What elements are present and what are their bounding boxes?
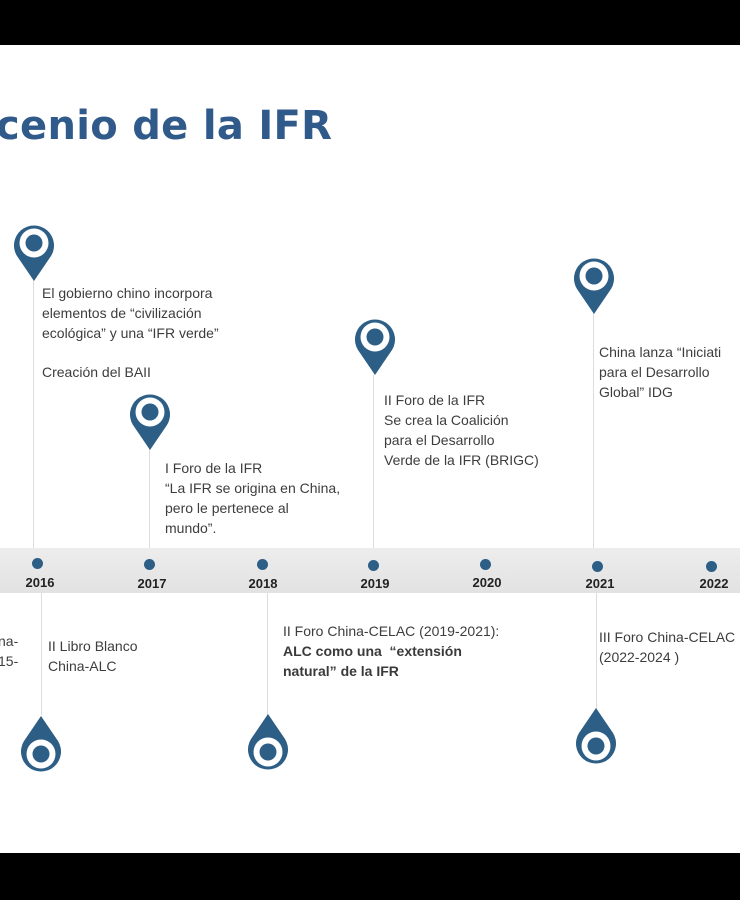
map-pin-icon-2021 (574, 258, 614, 314)
connector-line-2018-bottom (267, 593, 268, 715)
timeline-band (0, 548, 740, 593)
event-line: ecológica” y una “IFR verde” (42, 325, 219, 341)
event-line: I Foro de la IFR (165, 460, 263, 476)
connector-line-2021-top (593, 305, 594, 551)
event-line: II Foro China-CELAC (2019-2021): (283, 623, 500, 639)
event-line: Creación del BAII (42, 364, 151, 380)
event-text-2016-bottom: II Libro Blanco China-ALC (48, 636, 138, 676)
timeline-dot-2017 (144, 559, 155, 570)
event-line: III Foro China-CELAC (599, 629, 736, 645)
event-line: (2022-2024 ) (599, 649, 680, 665)
year-label-2020: 2020 (472, 575, 502, 590)
event-line: II Libro Blanco (48, 638, 138, 654)
map-pin-icon-2021-bottom (576, 708, 616, 764)
event-line: pero le pertenece al (165, 500, 289, 516)
event-line: China-ALC (48, 658, 117, 674)
year-label-2016: 2016 (25, 575, 55, 590)
event-line: Verde de la IFR (BRIGC) (384, 452, 539, 468)
event-line-bold: ALC como una “extensión (283, 643, 462, 659)
year-label-2019: 2019 (360, 576, 390, 591)
map-pin-icon-2017 (130, 394, 170, 450)
year-label-2017: 2017 (137, 576, 167, 591)
event-line: para el Desarrollo (384, 432, 495, 448)
event-text-2021-top: China lanza “Iniciati para el Desarrollo… (599, 342, 721, 402)
event-line: II Foro de la IFR (384, 392, 486, 408)
map-pin-icon-2016-bottom (21, 716, 61, 772)
map-pin-icon-2018-bottom (248, 714, 288, 770)
event-text-2018-bottom: II Foro China-CELAC (2019-2021): ALC com… (283, 621, 499, 681)
event-line-bold: natural” de la IFR (283, 663, 399, 679)
event-text-2015-bottom: na- 15- (0, 631, 18, 671)
event-text-2021-bottom: III Foro China-CELAC (2022-2024 ) (599, 627, 735, 667)
connector-line-2021-bottom (596, 593, 597, 715)
timeline-dot-2018 (257, 559, 268, 570)
timeline-dot-2019 (368, 560, 379, 571)
event-line: Global” IDG (599, 384, 673, 400)
event-text-2016-top: El gobierno chino incorpora elementos de… (42, 283, 219, 382)
event-line: elementos de “civilización (42, 305, 202, 321)
slide-title: cenio de la IFR (0, 103, 333, 149)
event-line: na- (0, 633, 19, 649)
event-line: China lanza “Iniciati (599, 344, 722, 360)
event-line: para el Desarrollo (599, 364, 710, 380)
timeline-dot-2016 (32, 558, 43, 569)
event-text-2019-top: II Foro de la IFR Se crea la Coalición p… (384, 390, 539, 470)
connector-line-2016-bottom (41, 593, 42, 715)
year-label-2018: 2018 (248, 576, 278, 591)
event-line: El gobierno chino incorpora (42, 285, 213, 301)
timeline-dot-2020 (480, 559, 491, 570)
timeline-dot-2022 (706, 561, 717, 572)
connector-line-2019-top (373, 375, 374, 551)
event-line: 15- (0, 653, 19, 669)
connector-line-2017-top (149, 445, 150, 551)
event-line: mundo”. (165, 520, 217, 536)
event-line: Se crea la Coalición (384, 412, 509, 428)
year-label-2021: 2021 (585, 576, 615, 591)
connector-line-2016-top (33, 277, 34, 552)
map-pin-icon-2016 (14, 225, 54, 281)
year-label-2022: 2022 (699, 576, 729, 591)
map-pin-icon-2019 (355, 319, 395, 375)
timeline-dot-2021 (592, 561, 603, 572)
event-text-2017-top: I Foro de la IFR “La IFR se origina en C… (165, 458, 340, 538)
slide: cenio de la IFR 2016 2017 2018 2019 2020… (0, 45, 740, 853)
event-line: “La IFR se origina en China, (165, 480, 341, 496)
